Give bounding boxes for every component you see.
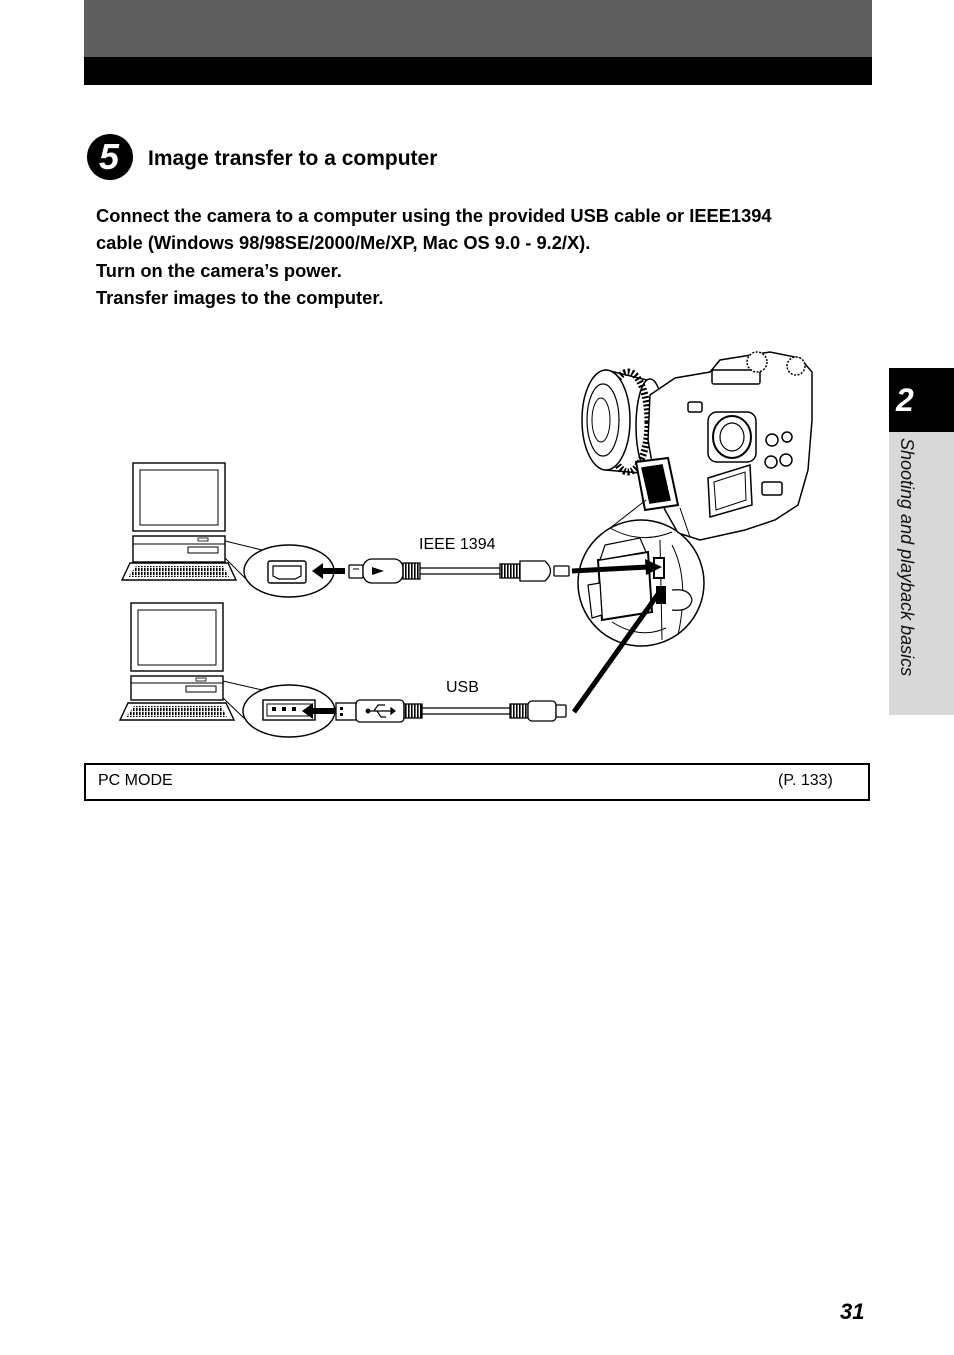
mode-dial	[746, 351, 768, 373]
header-black-bar	[84, 57, 872, 85]
page-number: 31	[840, 1299, 865, 1324]
usb-symbol-icon	[365, 704, 396, 718]
usb-port-callout	[222, 680, 336, 738]
step-title: Image transfer to a computer	[148, 147, 438, 170]
computer-icon	[118, 602, 236, 721]
chapter-tab	[889, 368, 954, 432]
camera-port-callout	[577, 499, 705, 647]
camera-usb-port	[656, 586, 666, 604]
computer-icon	[120, 462, 238, 581]
camera-button	[764, 455, 778, 469]
usb-label: USB	[446, 679, 479, 696]
usb-pointer	[571, 588, 664, 714]
arrow-left-icon	[302, 703, 336, 719]
usb-cable-icon: USB	[335, 679, 567, 723]
instruction-line: Turn on the camera’s power.	[96, 259, 342, 281]
ieee1394-port-callout	[224, 540, 345, 598]
connection-diagram: IEEE 1394	[118, 351, 813, 738]
drive-slot	[187, 546, 219, 554]
instruction-line: Connect the camera to a computer using t…	[96, 205, 772, 226]
reference-page: (P. 133)	[778, 772, 833, 789]
camera-button	[779, 453, 793, 467]
system-unit	[132, 535, 226, 563]
monitor-screen	[139, 469, 219, 526]
camera-button	[765, 433, 779, 447]
ieee1394-cable-icon: IEEE 1394	[348, 536, 570, 584]
ieee1394-label: IEEE 1394	[419, 536, 496, 553]
chapter-title: Shooting and playback basics	[897, 438, 917, 677]
chapter-number: 2	[896, 382, 914, 418]
reference-box: PC MODE (P. 133)	[84, 763, 870, 801]
step-number: 5	[98, 136, 120, 177]
sub-dial	[786, 356, 806, 376]
arrow-left-icon	[312, 563, 345, 579]
monitor-screen	[137, 609, 217, 666]
lens	[581, 368, 665, 476]
step-number-badge: 5	[87, 134, 133, 180]
camera-icon	[581, 351, 813, 541]
instruction-line: Transfer images to the computer.	[96, 286, 384, 308]
chapter-tab-strip	[889, 432, 954, 715]
header-gray-bar	[84, 0, 872, 57]
connection-pointers	[571, 559, 664, 714]
reference-label: PC MODE	[98, 772, 173, 789]
camera-button	[781, 431, 793, 443]
instruction-line: cable (Windows 98/98SE/2000/Me/XP, Mac O…	[96, 232, 591, 254]
drive-slot	[185, 685, 217, 693]
arrow-right-icon	[645, 559, 662, 575]
instructions: Connect the camera to a computer using t…	[96, 202, 772, 311]
ieee1394-pointer	[571, 564, 649, 574]
hot-shoe	[711, 369, 761, 385]
usb-port-icon	[262, 699, 316, 721]
ieee1394-port-icon	[267, 560, 307, 584]
